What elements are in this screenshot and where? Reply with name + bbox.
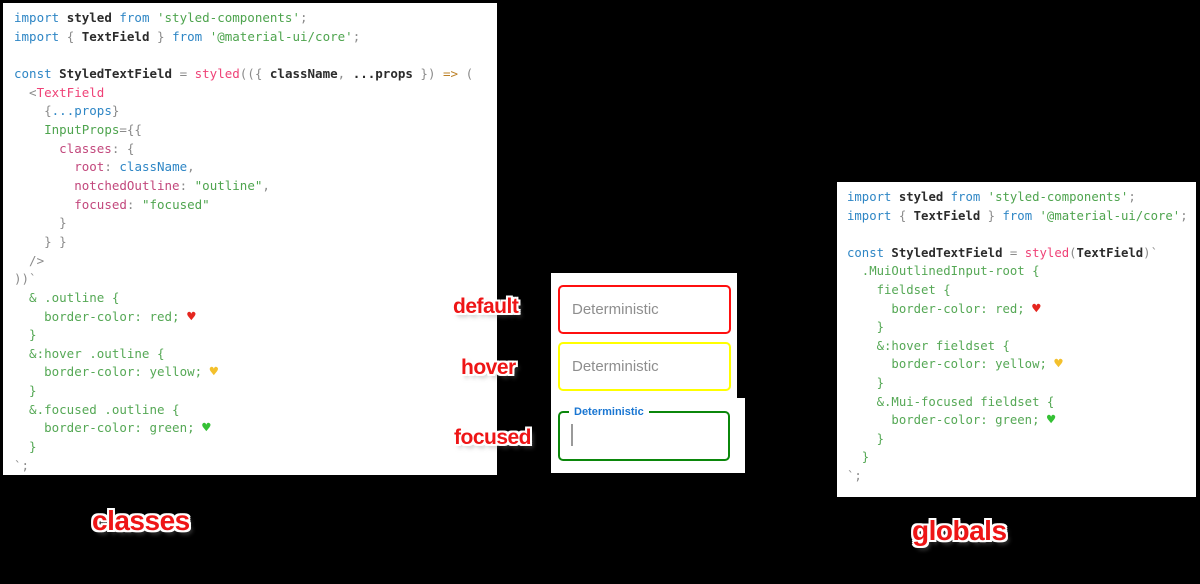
code-panel-classes: import styled from 'styled-components';i… — [3, 3, 497, 475]
textfield-hover — [558, 342, 731, 391]
caption-globals-approach: globals — [912, 515, 1007, 546]
label-hover-state: hover — [461, 356, 516, 379]
textfield-focused-floating-label: Deterministic — [569, 404, 649, 421]
label-focused-state: focused — [454, 426, 532, 449]
textfield-default — [558, 285, 731, 334]
caption-classes-approach: classes — [92, 505, 190, 536]
textfield-hover-input[interactable] — [560, 344, 729, 389]
textfield-default-input[interactable] — [560, 287, 729, 332]
text-cursor-caret — [571, 424, 573, 446]
textfield-focused: Deterministic — [558, 404, 730, 461]
code-panel-globals: import styled from 'styled-components';i… — [837, 182, 1196, 497]
label-default-state: default — [453, 295, 519, 318]
